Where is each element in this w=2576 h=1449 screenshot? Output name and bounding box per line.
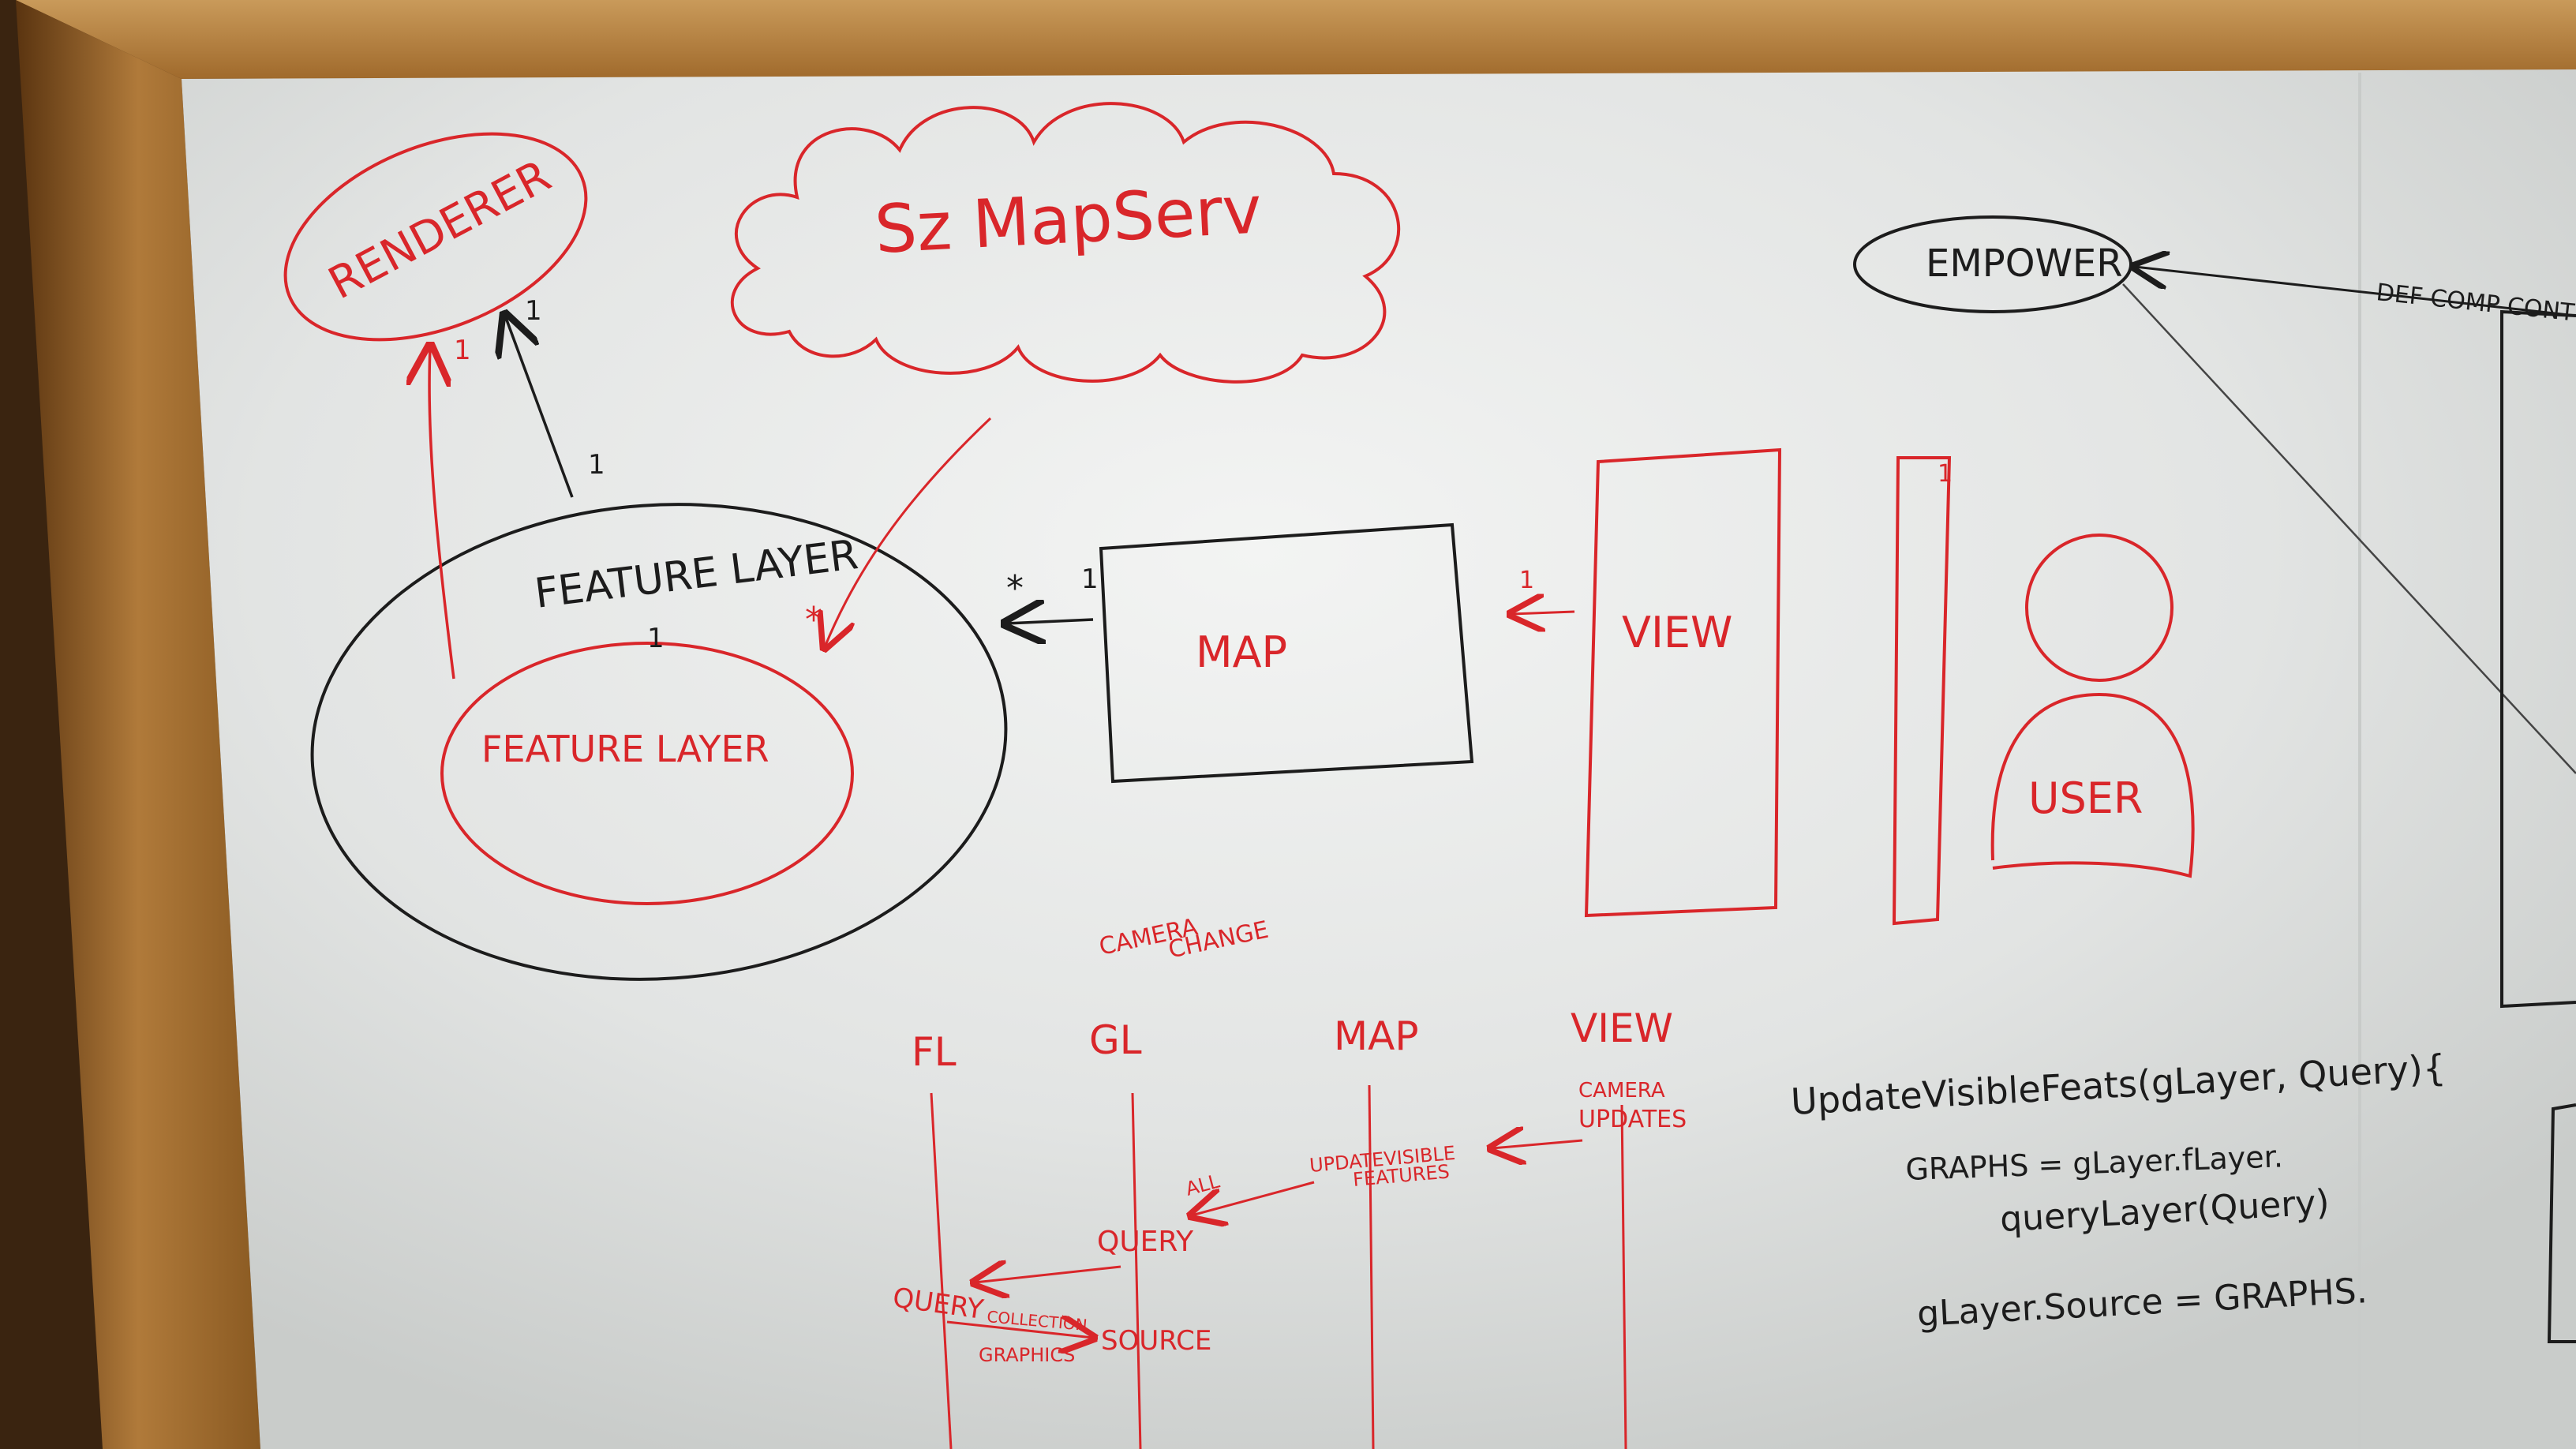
whiteboard-surface [182,69,2576,1449]
arrow-map-to-gl-seq [1192,1181,1315,1215]
query-gl-label: QUERY [1097,1226,1194,1258]
lifeline-fl [930,1092,953,1449]
multiplicity-star-red: * [805,600,822,640]
feature-layer-inner-ellipse [440,642,854,905]
lane-label-fl: FL [912,1029,957,1075]
source-label: SOURCE [1101,1325,1211,1357]
multiplicity-1f: 1 [1519,567,1534,594]
camera-updates-line2: UPDATES [1578,1106,1687,1133]
arrow-outer-to-renderer [505,316,574,498]
lifeline-view [1620,1104,1627,1449]
lifeline-map [1368,1084,1375,1449]
graphics-label: GRAPHICS [979,1344,1075,1366]
user-body [1990,692,2195,878]
feature-layer-inner-label: FEATURE LAYER [481,728,769,770]
map-box [1099,522,1474,784]
multiplicity-1e: 1 [1081,564,1099,595]
empower-label: EMPOWER [1926,242,2123,286]
feature-layer-outer-ellipse [310,503,1008,981]
multiplicity-1b: 1 [525,295,542,327]
view-box-label: VIEW [1622,608,1732,657]
multiplicity-1c: 1 [588,449,605,481]
arrow-fl-to-source-seq [946,1322,1093,1338]
user-label: USER [2028,773,2143,823]
multiplicity-1g: 1 [1938,460,1953,488]
arrow-view-to-map [1511,612,1575,614]
multiplicity-star-black: * [1006,568,1024,608]
user-head [2025,534,2174,682]
view-box [1584,447,1782,918]
frame-top [16,0,2576,79]
right-edge-box-lower [2547,1103,2576,1343]
multiplicity-1a: 1 [454,335,471,366]
narrow-bar [1892,456,1952,926]
arrow-to-empower [2135,267,2576,317]
right-edge-box [2500,309,2576,1009]
arrow-view-to-map-seq [1492,1140,1583,1148]
lane-label-view: VIEW [1571,1005,1673,1051]
lane-label-gl: GL [1089,1017,1142,1063]
renderer-ellipse [283,132,588,342]
multiplicity-1d: 1 [647,623,665,654]
map-box-label: MAP [1196,627,1287,677]
camera-updates-line1: CAMERA [1578,1079,1665,1103]
map-server-cloud [731,102,1401,384]
lifeline-gl [1131,1092,1142,1449]
frame-left [16,0,260,1449]
arrow-mapserver-to-inner [825,417,992,647]
arrow-inner-to-renderer [429,347,455,680]
lane-label-map: MAP [1334,1013,1419,1059]
arrow-gl-to-fl-seq [975,1267,1121,1282]
arrow-map-to-featurelayer [1006,620,1094,623]
